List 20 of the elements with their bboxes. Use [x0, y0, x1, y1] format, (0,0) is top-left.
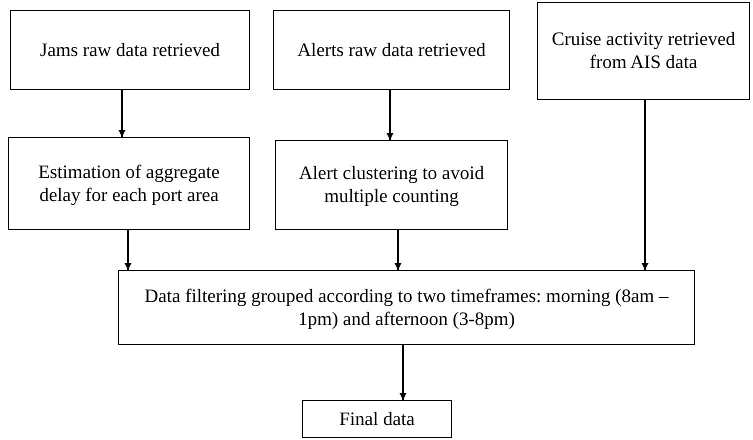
arrow — [386, 90, 394, 140]
box-text: Cruise activity retrieved from AIS data — [550, 28, 736, 74]
arrow — [118, 90, 126, 137]
arrow — [124, 230, 132, 270]
box-text: Data filtering grouped according to two timeframes: morning (8am – 1pm) and afternoon (3-8pm) — [144, 284, 670, 330]
box-text: Jams raw data retrieved — [40, 38, 220, 62]
process-box — [273, 10, 510, 90]
process-box — [302, 400, 452, 438]
arrow — [642, 100, 648, 270]
box-text: Alert clustering to avoid multiple counting — [298, 162, 486, 208]
box-text: Alerts raw data retrieved — [297, 38, 486, 62]
process-box — [8, 137, 250, 230]
box-text: Estimation of aggregate delay for each port area — [37, 160, 221, 206]
process-box — [537, 2, 750, 100]
process-box — [10, 10, 250, 90]
arrow — [394, 230, 402, 270]
arrow — [400, 345, 406, 400]
box-text: Final data — [339, 408, 415, 430]
process-box — [118, 270, 695, 345]
process-box — [275, 140, 508, 230]
